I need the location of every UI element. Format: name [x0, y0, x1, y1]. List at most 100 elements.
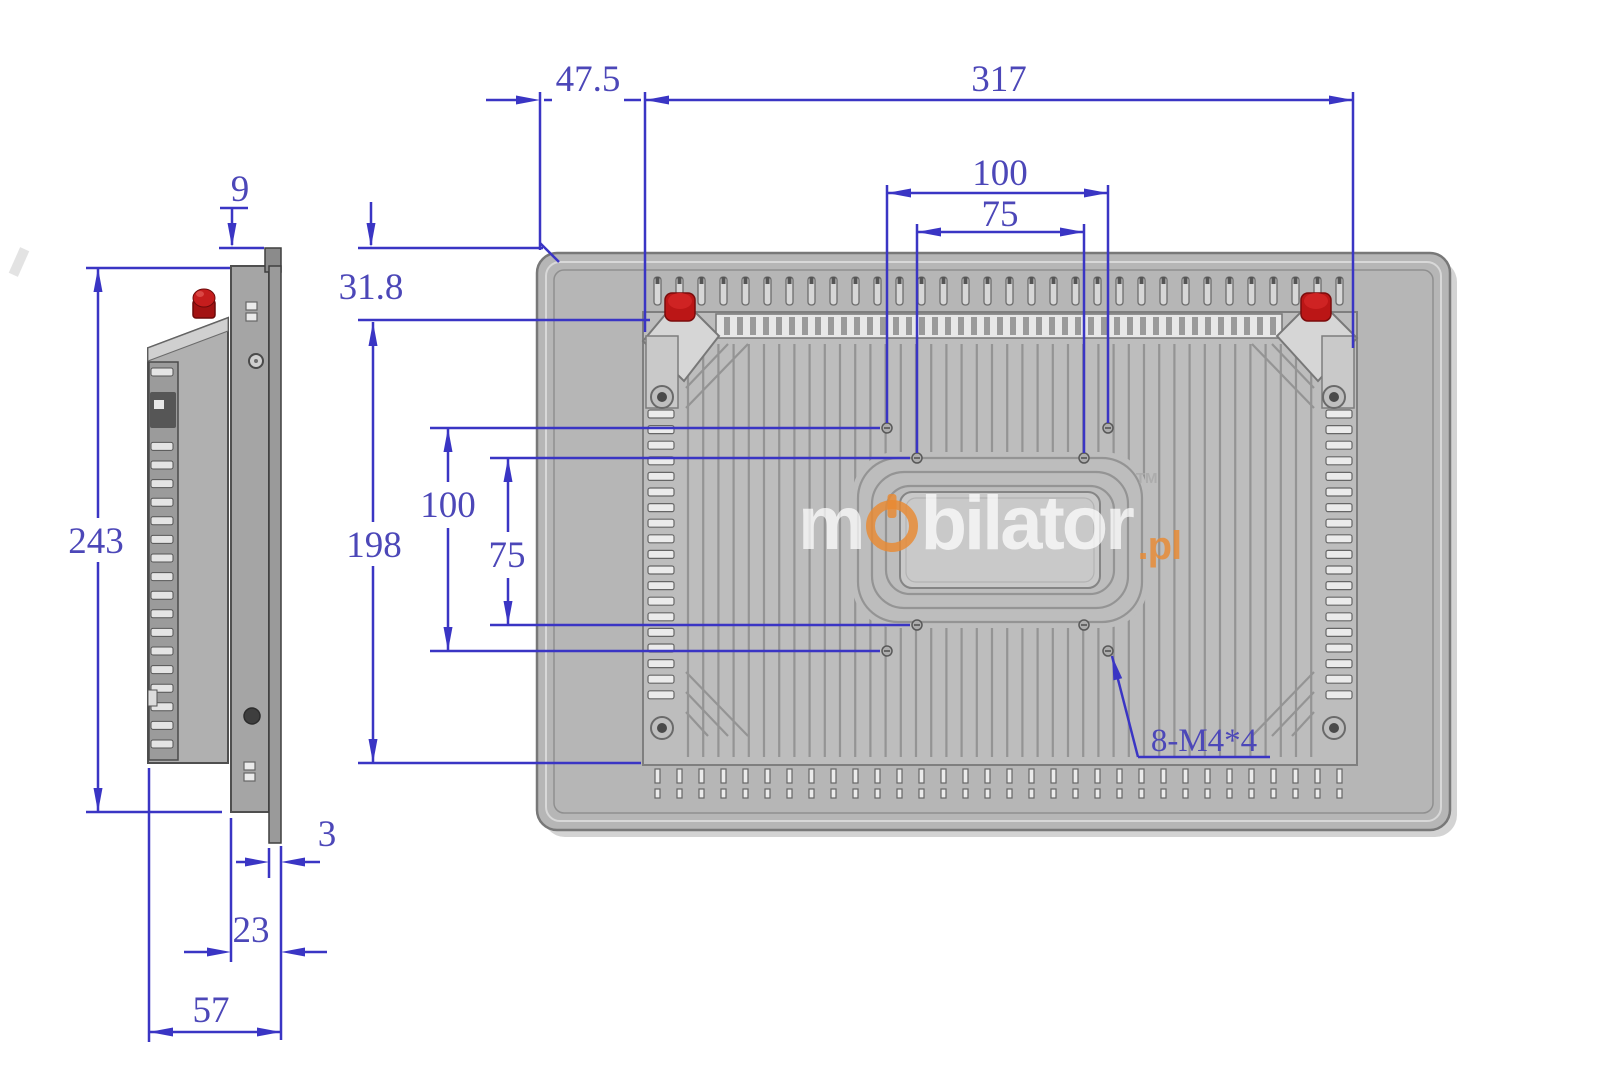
vent-slot-bottom	[1094, 788, 1101, 799]
grille-slat	[737, 317, 743, 335]
vent-slot-notch	[1029, 277, 1034, 284]
fin-slot	[1325, 503, 1353, 513]
vent-slot-notch	[1051, 277, 1056, 284]
grille-slat	[828, 317, 834, 335]
fin-slot	[1325, 409, 1353, 419]
corner-screw-hole-center	[657, 392, 667, 402]
vent-slot-bottom	[984, 768, 991, 784]
fin-slot	[1325, 440, 1353, 450]
vent-slot-bottom	[1006, 768, 1013, 784]
vent-slot-bottom	[808, 768, 815, 784]
fin-slot	[1325, 674, 1353, 684]
center-plate-inner	[905, 497, 1095, 583]
dimension-arrow	[207, 947, 231, 957]
vent-slot-bottom	[676, 768, 683, 784]
vent-slot-notch	[963, 277, 968, 284]
vent-slot-bottom	[918, 768, 925, 784]
grille-slat	[1049, 317, 1055, 335]
fin-slot	[1325, 690, 1353, 700]
vent-slot-bottom	[1314, 788, 1321, 799]
fin-slot	[1325, 549, 1353, 560]
fin-slot-side	[150, 739, 174, 749]
vent-slot-bottom	[1160, 788, 1167, 799]
dim-label-rear-depth: 23	[233, 910, 270, 951]
vent-slot-notch	[1161, 277, 1166, 284]
antenna-connector-highlight	[196, 291, 204, 297]
grille-slat	[971, 317, 977, 335]
grille-slat	[945, 317, 951, 335]
bracket-slot	[243, 761, 256, 771]
scan-artifact	[8, 247, 30, 277]
grille-slat	[1101, 317, 1107, 335]
vent-slot-notch	[853, 277, 858, 284]
grille-slat	[1270, 317, 1276, 335]
label-knockout	[482, 534, 534, 576]
corner-screw-hole-center	[657, 723, 667, 733]
vent-slot-bottom	[1336, 768, 1343, 784]
corner-block-left	[641, 295, 721, 383]
vent-slot-bottom	[698, 788, 705, 799]
corner-bend-line	[1251, 343, 1315, 409]
vent-slot-bottom	[896, 788, 903, 799]
vent-slot-bottom	[1248, 768, 1255, 784]
fin-slot	[647, 409, 675, 419]
corner-bend-line	[1271, 343, 1315, 389]
mount-bracket	[230, 265, 270, 813]
label-knockout	[342, 524, 406, 566]
fin-slot-side	[150, 665, 174, 675]
dimension-arrow	[645, 95, 669, 105]
dim-label-bezel-cap: 9	[231, 169, 250, 210]
fin-slot-side	[150, 646, 174, 656]
grille-slat	[1062, 317, 1068, 335]
grille-slat	[1023, 317, 1029, 335]
vent-slot-notch	[1117, 277, 1122, 284]
fin-slot	[647, 440, 675, 450]
grille-slat	[867, 317, 873, 335]
dimension-arrow	[917, 227, 941, 237]
vent-slot-notch	[1249, 277, 1254, 284]
corner-screw-holes	[645, 335, 1355, 740]
vent-slot-bottom	[1270, 788, 1277, 799]
corner-bend-line	[685, 691, 729, 737]
fin-slot	[647, 471, 675, 481]
fin-slot-side	[150, 627, 174, 637]
dimension-arrow	[227, 223, 237, 247]
frame-inner-line	[553, 269, 1434, 814]
vent-slot-bottom	[874, 768, 881, 784]
dim-label-top-inset: 31.8	[339, 267, 404, 308]
dimension-arrow	[887, 188, 911, 198]
vent-slot-notch	[765, 277, 770, 284]
vent-slot-bottom	[1138, 788, 1145, 799]
vent-slot-bottom	[1138, 768, 1145, 784]
dimension-arrow	[281, 857, 305, 867]
vent-slot-notch	[897, 277, 902, 284]
grille-slat	[841, 317, 847, 335]
corner-screw-hole-center	[1329, 723, 1339, 733]
dimension-arrow	[366, 223, 376, 247]
dimension-arrow	[257, 1027, 281, 1037]
leader-line	[1110, 655, 1140, 758]
vent-slot-bottom	[940, 788, 947, 799]
vent-slot-bottom	[1116, 788, 1123, 799]
vent-slot-notch	[1073, 277, 1078, 284]
antenna-connector-right-dome	[1304, 293, 1328, 309]
fin-slot	[647, 612, 675, 622]
rear-view	[535, 251, 1457, 837]
bezel-profile	[268, 265, 282, 844]
grille-slat	[1036, 317, 1042, 335]
vent-slot-notch	[1183, 277, 1188, 284]
vent-slot-bottom	[1028, 788, 1035, 799]
vent-slot-bottom	[1050, 788, 1057, 799]
fin-slot-side	[150, 572, 174, 582]
vent-slot-bottom	[1292, 768, 1299, 784]
corner-bend-line	[685, 671, 749, 737]
vent-slot-bottom	[1292, 788, 1299, 799]
vent-slot-bottom	[720, 768, 727, 784]
antenna-connector-left-dome	[668, 293, 692, 309]
vent-slot-notch	[1205, 277, 1210, 284]
grille-slat	[984, 317, 990, 335]
vent-slot-notch	[699, 277, 704, 284]
fin-slot	[1325, 425, 1353, 435]
vent-slot-bottom	[654, 768, 661, 784]
corner-bend-line	[1271, 691, 1315, 737]
